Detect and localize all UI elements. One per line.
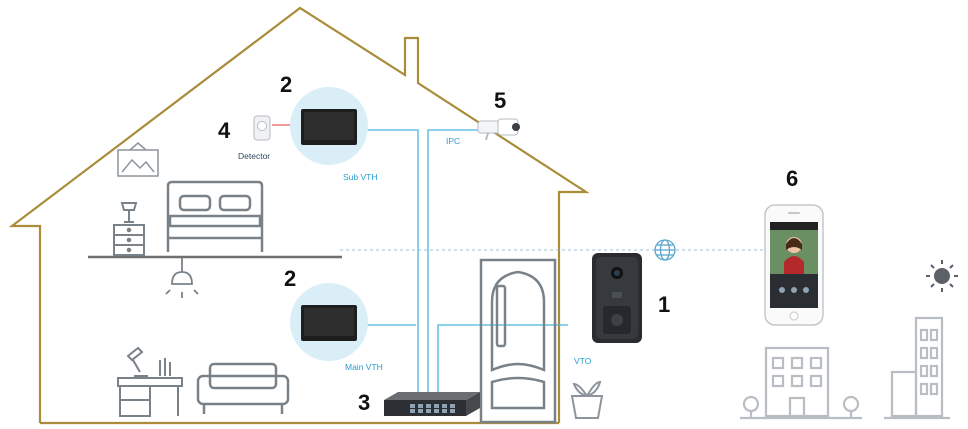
house-outline	[8, 6, 590, 423]
door-icon	[479, 258, 557, 424]
marker-detector: 4	[218, 118, 231, 143]
label-ipc: IPC	[446, 136, 461, 146]
label-sub-vth: Sub VTH	[343, 172, 378, 182]
bed-icon	[166, 180, 264, 252]
main-vth-device	[290, 283, 368, 361]
ceiling-lamp-icon	[165, 258, 199, 298]
office-building-icon	[740, 346, 862, 420]
vto-door-station	[592, 253, 642, 343]
sun-icon	[926, 260, 958, 292]
marker-switch: 3	[358, 390, 371, 415]
marker-sub-vth: 2	[280, 72, 293, 97]
marker-vto: 1	[658, 292, 671, 317]
nightstand-icon	[113, 202, 145, 256]
marker-main-vth: 2	[284, 266, 297, 291]
label-detector: Detector	[238, 151, 271, 161]
tower-building-icon	[884, 316, 950, 420]
label-main-vth: Main VTH	[345, 362, 383, 372]
network-switch-device	[384, 392, 480, 416]
label-vto: VTO	[574, 356, 592, 366]
wall-picture-icon	[117, 142, 159, 177]
internet-globe-icon	[654, 239, 676, 261]
ipc-camera-icon	[477, 118, 520, 141]
detector-icon	[253, 115, 271, 141]
smartphone-device	[764, 204, 824, 326]
desk-icon	[117, 346, 183, 417]
marker-phone: 6	[786, 166, 799, 191]
sub-vth-device	[290, 87, 368, 165]
plant-icon	[570, 380, 604, 419]
sofa-icon	[196, 362, 290, 414]
network-cables	[360, 129, 568, 408]
marker-ipc: 5	[494, 88, 507, 113]
